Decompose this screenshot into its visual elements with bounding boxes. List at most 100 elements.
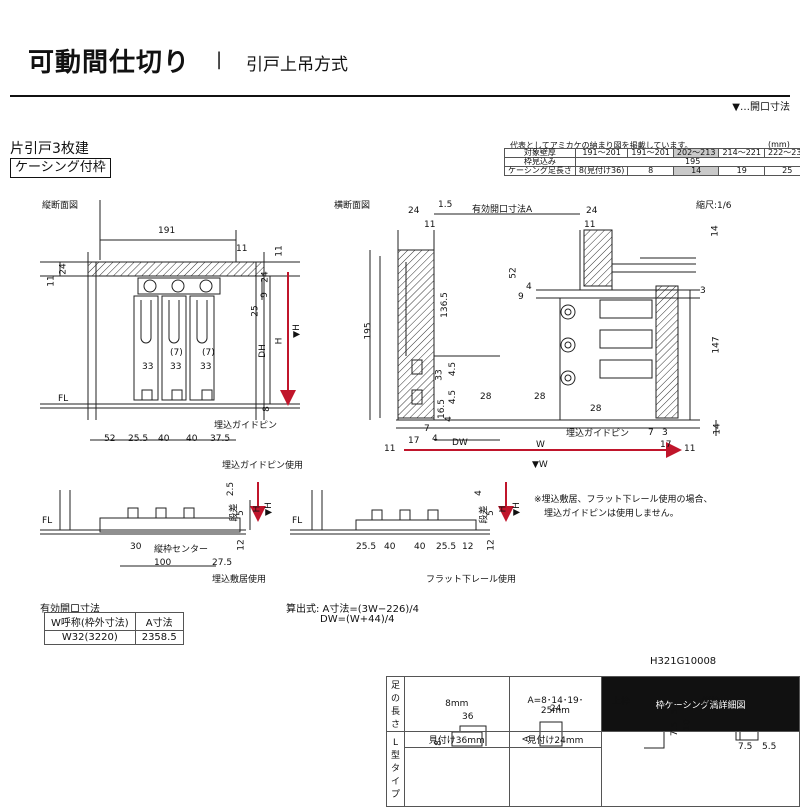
dim-24-right: 24 <box>261 271 271 282</box>
floor-label: FL <box>58 394 68 404</box>
dim-7-h: 7 <box>424 424 430 434</box>
dim-5-sl: 5 <box>236 510 246 516</box>
dim-14-top: 14 <box>711 225 721 236</box>
table-cell <box>405 748 510 807</box>
dim-h-opening-sr: ▼H <box>512 502 522 516</box>
dim-33b: 33 <box>170 362 181 372</box>
dim-11-left: 11 <box>47 275 57 286</box>
guide-pin-label-v: 埋込ガイドピン <box>214 418 277 431</box>
center-label-sl: 縦枠センター <box>154 542 208 555</box>
dim-25-5b-sr: 25.5 <box>436 542 456 552</box>
dim-4-5b: 4.5 <box>448 390 458 404</box>
panel-top-3 <box>600 360 652 378</box>
small-section-left-drawing <box>40 490 250 566</box>
dim-195: 195 <box>364 322 374 339</box>
dim-28a: 28 <box>480 392 491 402</box>
formula-line-2: DW=(W+44)/4 <box>320 614 395 625</box>
dim-1-5: 1.5 <box>438 200 452 210</box>
note-line-2: 埋込ガイドピンは使用しません。 <box>544 506 679 519</box>
table-cell: 見付け36mm <box>405 732 510 748</box>
dim-25-5a-sr: 25.5 <box>356 542 376 552</box>
dim-17-l: 17 <box>408 436 419 446</box>
dim-5-sr: 5 <box>486 510 496 516</box>
opening-table: W呼称(枠外寸法) A寸法 W32(3220) 2358.5 <box>44 612 184 645</box>
top-jamb-hatch <box>584 230 612 286</box>
dim-17-r: 17 <box>660 440 671 450</box>
table-header: W呼称(枠外寸法) <box>45 613 136 631</box>
flat-rail-box <box>356 520 476 530</box>
caption-sl: 埋込敷居使用 <box>212 572 266 585</box>
dim-4-sr: 4 <box>474 490 484 496</box>
panel-top-1 <box>600 300 652 318</box>
dim-25-5: 25.5 <box>128 434 148 444</box>
dim-h-sl: H <box>252 506 262 513</box>
dim-7a: (7) <box>170 348 183 358</box>
dim-191: 191 <box>158 226 175 236</box>
table-header: 足の長さ <box>387 677 405 732</box>
dim-9: 9 <box>260 292 270 298</box>
product-code: H321G10008 <box>650 656 716 667</box>
dim-136-5: 136.5 <box>440 292 450 318</box>
dim-24-left: 24 <box>59 263 69 274</box>
dim-4c-h: 4 <box>432 434 438 444</box>
dim-3b-h: 3 <box>662 428 668 438</box>
dim-12-sr: 12 <box>487 539 497 550</box>
dim-8-b: 8 <box>434 740 444 746</box>
dim-24-hl: 24 <box>408 206 419 216</box>
dim-36-b: 36 <box>462 712 473 722</box>
dim-dw: DW <box>452 438 468 448</box>
dim-w-opening: ▼W <box>532 460 548 470</box>
table-row: W呼称(枠外寸法) A寸法 <box>45 613 184 631</box>
dim-33-h: 33 <box>435 369 445 380</box>
vertical-section-drawing <box>40 200 300 440</box>
dim-11-br: 11 <box>684 444 695 454</box>
dim-4-5a: 4.5 <box>448 362 458 376</box>
dim-11-top: 11 <box>236 244 247 254</box>
dim-7b-h: 7 <box>648 428 654 438</box>
dim-h: H <box>274 338 284 345</box>
table-row: 足の長さ 8mm A=8･14･19･25mm 枠ケーシング満詳細図 <box>387 677 800 732</box>
dim-3-top: 3 <box>700 286 706 296</box>
dim-147: 147 <box>712 336 722 353</box>
table-row: W32(3220) 2358.5 <box>45 631 184 645</box>
dim-h-opening-sl: ▼H <box>264 502 274 516</box>
dim-30-sl: 30 <box>130 542 141 552</box>
dim-a-b: A <box>522 736 532 742</box>
dim-52: 52 <box>104 434 115 444</box>
ceiling-hatch <box>88 262 264 276</box>
left-jamb-hatch <box>398 250 434 418</box>
small-section-right-drawing <box>290 490 490 534</box>
table-header: A寸法 <box>135 613 183 631</box>
dim-7-5-side: 7.5 <box>738 742 752 752</box>
right-jamb-hatch <box>656 286 678 418</box>
dim-12b-sr: 12 <box>462 542 473 552</box>
dim-9-h: 9 <box>518 292 524 302</box>
horizontal-section-drawing <box>370 214 716 450</box>
top-frame-label: 上枠 <box>612 694 630 707</box>
dim-4-h: 4 <box>526 282 532 292</box>
l-type-label-2: タイプ <box>391 761 400 800</box>
roller-3 <box>200 280 212 292</box>
dim-28b: 28 <box>534 392 545 402</box>
dim-24-b: 24 <box>550 704 561 714</box>
door-panel-1 <box>134 296 158 400</box>
dim-5-5-side: 5.5 <box>762 742 776 752</box>
dim-40b-sr: 40 <box>414 542 425 552</box>
panel-top-2 <box>600 330 652 348</box>
dim-11-right: 11 <box>275 245 285 256</box>
dim-33a: 33 <box>142 362 153 372</box>
side-frame-label: 縦枠 <box>702 694 720 707</box>
dim-52-h: 52 <box>509 267 519 278</box>
dim-25: 25 <box>251 305 261 316</box>
vertical-caption: 埋込ガイドピン使用 <box>222 458 303 471</box>
dim-27-5-sl: 27.5 <box>212 558 232 568</box>
formula-line-1: 算出式: A寸法=(3W−226)/4 <box>286 600 419 615</box>
l-type-label: L 型 <box>391 738 400 761</box>
dim-h-opening: ▼H <box>292 324 302 338</box>
dim-11-hr: 11 <box>584 220 595 230</box>
dim-h-sr: H <box>498 506 508 513</box>
note-line-1: ※埋込敷居、フラット下レール使用の場合、 <box>534 492 713 505</box>
dim-12-sl: 12 <box>237 539 247 550</box>
dim-dh: DH <box>258 344 268 358</box>
dim-7b: (7) <box>202 348 215 358</box>
